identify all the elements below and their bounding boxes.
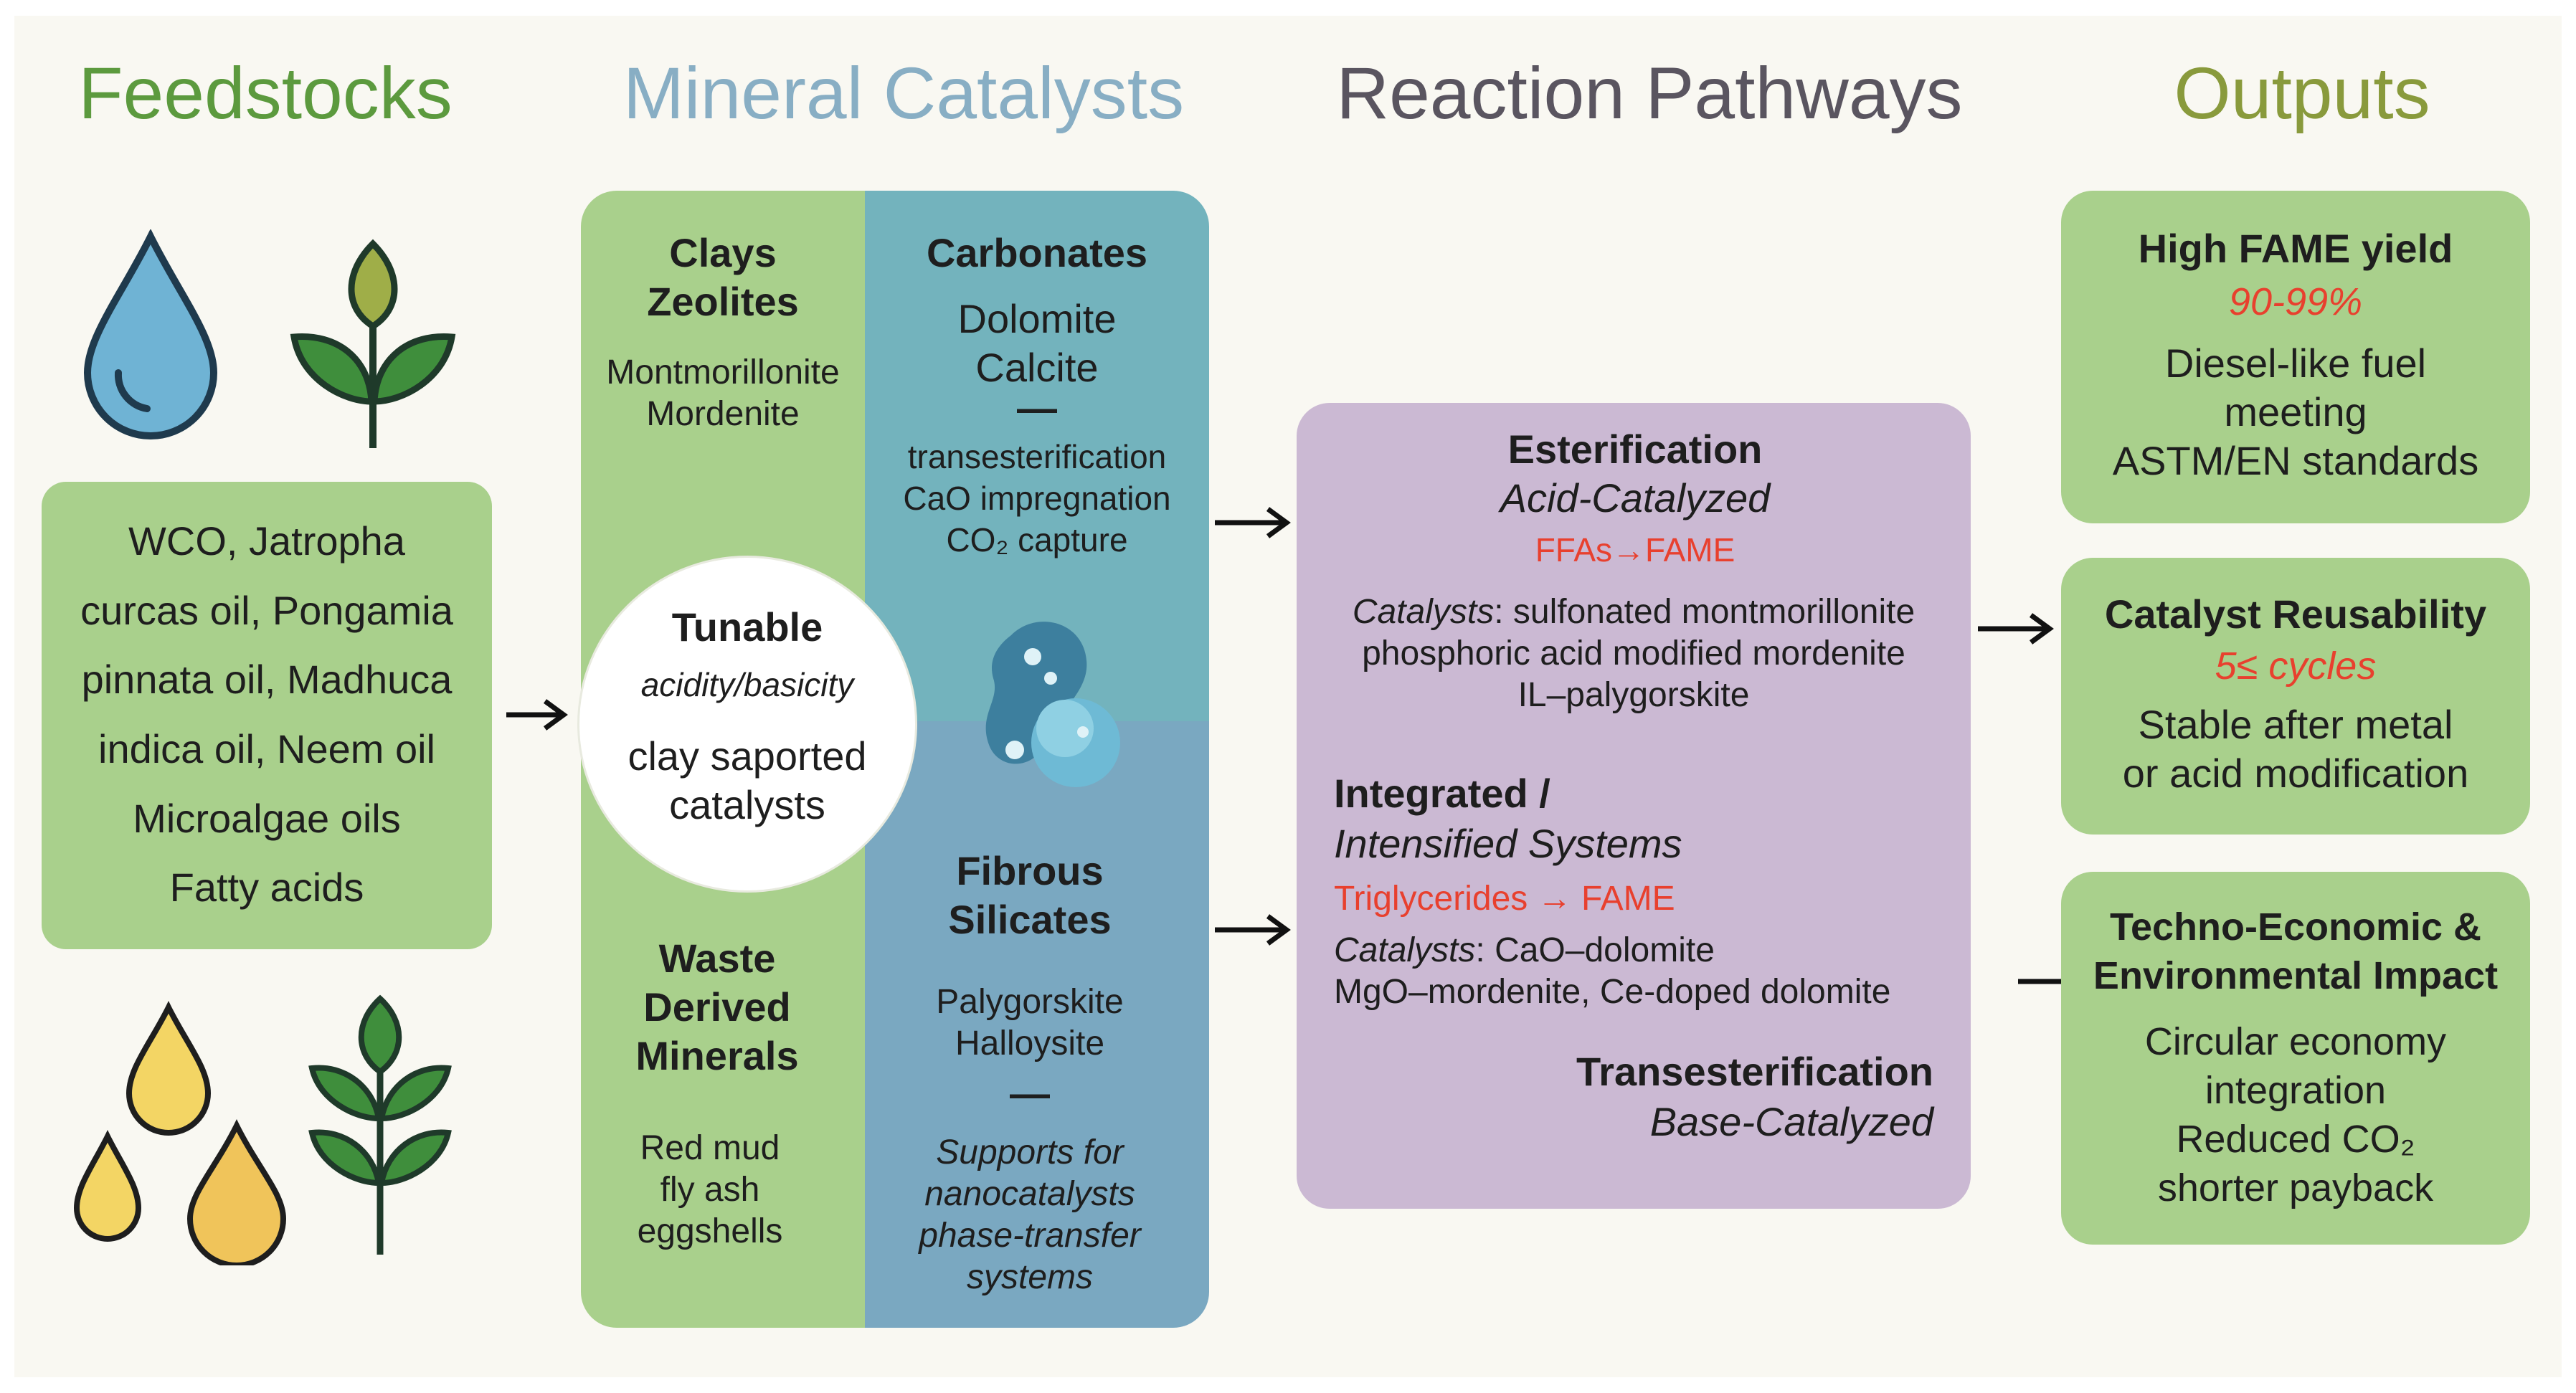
reuse-title: Catalyst Reusability — [2104, 591, 2487, 637]
arrow-to-fame-yield — [1975, 611, 2054, 647]
feedstock-line: indica oil, Neem oil — [98, 726, 435, 771]
carbonate-item: Dolomite — [957, 296, 1117, 341]
pathways-title: Reaction Pathways — [1336, 52, 1963, 134]
feedstocks-title: Feedstocks — [78, 52, 453, 134]
techno-line: Circular economy — [2144, 1020, 2447, 1063]
oil-drops-icon — [68, 1000, 305, 1265]
fibrous-panel — [865, 721, 1209, 1328]
integrated-catalysts: Catalysts: CaO–dolomite — [1334, 931, 1715, 970]
pathways-box: Esterification Acid-Catalyzed FFAs→FAME … — [1297, 403, 1971, 1209]
techno-line: shorter payback — [2157, 1166, 2434, 1209]
feedstock-line: curcas oil, Pongamia — [80, 588, 453, 633]
tunable-title: Tunable — [671, 604, 823, 650]
carbonates-title: Carbonates — [926, 230, 1148, 275]
clays-title: Clays — [669, 230, 777, 275]
fibrous-divider: — — [1010, 1070, 1050, 1116]
tunable-line: catalysts — [669, 782, 825, 827]
waste-item: Red mud — [640, 1129, 780, 1167]
feedstocks-box: WCO, Jatropha curcas oil, Pongamia pinna… — [42, 482, 492, 949]
catalysts-label: Catalysts — [1334, 931, 1476, 969]
carbonate-use: CO₂ capture — [946, 521, 1128, 558]
integrated-title: Integrated / — [1334, 771, 1550, 816]
tunable-line: clay saported — [628, 733, 867, 779]
techno-line: integration — [2205, 1069, 2387, 1112]
fibrous-note: nanocatalysts — [924, 1175, 1135, 1213]
feedstock-line: WCO, Jatropha — [128, 518, 405, 564]
reuse-line: Stable after metal — [2138, 702, 2453, 747]
transesterification-subtitle: Base-Catalyzed — [1649, 1099, 1933, 1144]
esterification-catalysts: Catalysts: sulfonated montmorillonite — [1297, 592, 1971, 632]
plant-sprout-icon — [287, 237, 459, 452]
zeolites-title: Zeolites — [647, 279, 799, 324]
feedstock-line: pinnata oil, Madhuca — [81, 657, 453, 702]
integrated-catalyst-line: MgO–mordenite, Ce-doped dolomite — [1334, 973, 1891, 1011]
mineral-particles-icon — [968, 607, 1140, 793]
fibrous-note: systems — [966, 1258, 1093, 1296]
carbonate-use: transesterification — [907, 438, 1167, 475]
esterification-title: Esterification — [1507, 427, 1763, 472]
carbonate-divider: — — [1017, 385, 1057, 430]
leaf-branch-icon — [305, 993, 455, 1258]
tunable-subtitle: acidity/basicity — [640, 666, 854, 703]
integrated-subtitle: Intensified Systems — [1334, 821, 1682, 866]
carbonate-item: Calcite — [975, 345, 1099, 390]
techno-title: Techno-Economic & — [2109, 905, 2482, 949]
catalysts-label: Catalysts — [1352, 593, 1495, 631]
feedstock-line: Fatty acids — [169, 865, 364, 910]
esterification-subtitle: Acid-Catalyzed — [1500, 475, 1771, 520]
catalysts-title: Mineral Catalysts — [622, 52, 1185, 134]
fibrous-item: Halloysite — [955, 1024, 1105, 1062]
fame-line: Diesel-like fuel — [2164, 341, 2427, 386]
output-reuse-box: Catalyst Reusability 5≤ cycles Stable af… — [2061, 558, 2530, 835]
techno-title: Environmental Impact — [2093, 954, 2499, 997]
integrated-reaction: Triglycerides → FAME — [1334, 880, 1675, 918]
fibrous-title: Silicates — [948, 897, 1112, 942]
techno-line: Reduced CO₂ — [2176, 1118, 2415, 1161]
integrated-catalyst-text: : CaO–dolomite — [1475, 931, 1715, 969]
fame-line: ASTM/EN standards — [2112, 438, 2479, 483]
fame-line: meeting — [2224, 389, 2367, 434]
reuse-line: or acid modification — [2122, 751, 2469, 796]
water-drop-icon — [79, 229, 222, 444]
fibrous-note: Supports for — [936, 1133, 1124, 1171]
esterification-catalyst-line: phosphoric acid modified mordenite — [1362, 634, 1905, 672]
fame-value: 90-99% — [2228, 280, 2363, 323]
waste-title: Minerals — [635, 1033, 799, 1078]
waste-title: Derived — [643, 984, 791, 1030]
esterification-reaction: FFAs→FAME — [1535, 531, 1736, 569]
esterification-catalyst-text: : sulfonated montmorillonite — [1494, 593, 1916, 631]
output-fame-box: High FAME yield 90-99% Diesel-like fuel … — [2061, 191, 2530, 523]
esterification-catalyst-line: IL–palygorskite — [1517, 676, 1750, 714]
tunable-circle: Tunable acidity/basicity clay saported c… — [579, 558, 915, 890]
carbonate-use: CaO impregnation — [903, 480, 1171, 517]
arrow-carbonates-to-pathways — [1212, 505, 1291, 541]
output-techno-box: Techno-Economic & Environmental Impact C… — [2061, 872, 2530, 1245]
clay-item: Mordenite — [646, 395, 800, 433]
arrow-feedstocks-to-catalysts — [503, 697, 568, 733]
fame-title: High FAME yield — [2138, 226, 2453, 271]
waste-title: Waste — [658, 936, 776, 981]
arrow-fibrous-to-pathways — [1212, 912, 1291, 948]
fibrous-item: Palygorskite — [936, 983, 1124, 1021]
transesterification-title: Transesterification — [1576, 1049, 1933, 1094]
waste-item: fly ash — [660, 1171, 760, 1209]
outputs-title: Outputs — [2174, 52, 2430, 134]
fibrous-title: Fibrous — [956, 848, 1104, 893]
reuse-value: 5≤ cycles — [2215, 645, 2377, 688]
clay-item: Montmorillonite — [606, 353, 840, 391]
waste-item: eggshells — [637, 1212, 783, 1250]
feedstock-line: Microalgae oils — [133, 796, 401, 841]
fibrous-note: phase-transfer — [919, 1217, 1141, 1255]
